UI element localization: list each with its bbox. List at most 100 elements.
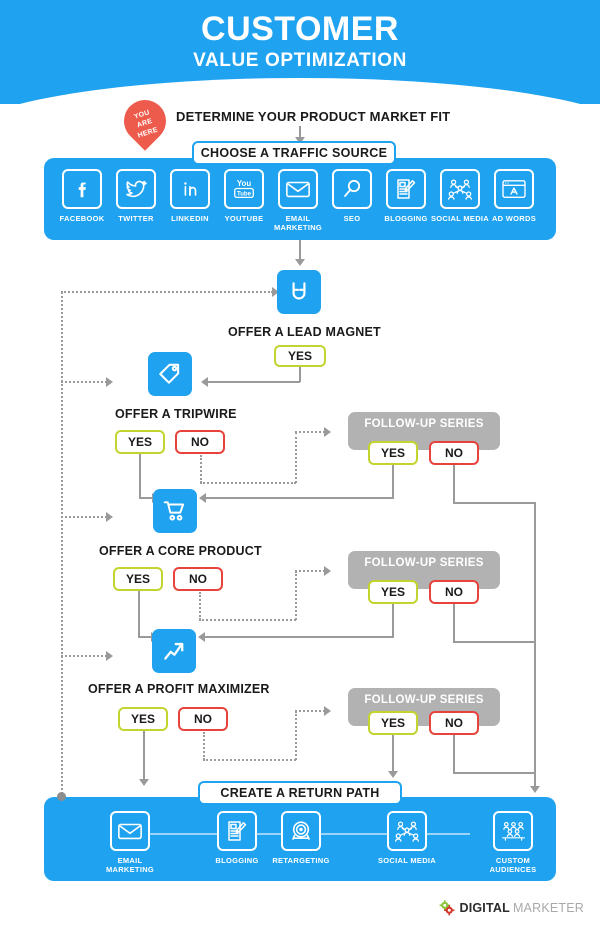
arrow-return-branch-pm-icon — [106, 651, 113, 661]
traffic-source-label: BLOGGING — [384, 214, 428, 223]
create-return-path-pill[interactable]: CREATE A RETURN PATH — [198, 781, 402, 805]
gears-logo-icon — [440, 900, 455, 916]
tripwire-yes-chip[interactable]: YES — [115, 430, 165, 454]
lead-magnet-yes-chip[interactable]: YES — [274, 345, 326, 367]
followup2-yes-chip[interactable]: YES — [368, 580, 418, 604]
dotted-pm-no-to-follow — [295, 710, 325, 712]
envelope-icon — [278, 169, 318, 209]
return-path-item-email-marketing[interactable]: EMAIL MARKETING — [98, 811, 162, 875]
return-path-band: EMAIL MARKETING BLOGGING RETARGETING — [44, 797, 556, 881]
price-tag-icon — [159, 363, 180, 384]
tripwire-tile[interactable] — [148, 352, 192, 396]
svg-text:Tube: Tube — [237, 192, 252, 198]
growth-arrow-icon — [164, 642, 184, 660]
return-path-label: RETARGETING — [272, 856, 330, 865]
followup2-no-chip[interactable]: NO — [429, 580, 479, 604]
traffic-source-item-seo[interactable]: SEO — [320, 169, 384, 223]
connector-core-yes-right — [138, 636, 154, 638]
dotted-core-no-up — [295, 571, 297, 620]
connector-pm-yes-down — [143, 731, 145, 781]
connector-followup1-yes-left — [206, 497, 394, 499]
connector-followup2-no-down — [453, 604, 455, 642]
traffic-source-label: SEO — [343, 214, 361, 223]
traffic-source-item-linkedin[interactable]: LINKEDIN — [158, 169, 222, 223]
return-path-label: BLOGGING — [215, 856, 259, 865]
envelope-icon — [110, 811, 150, 851]
arrow-traffic-down-icon — [295, 259, 305, 266]
connector-tripwire-yes-down — [139, 454, 141, 498]
traffic-source-label: LINKEDIN — [171, 214, 209, 223]
arrow-followup3-right-icon — [324, 706, 331, 716]
traffic-source-label: TWITTER — [118, 214, 154, 223]
connector-followup3-yes-down — [392, 735, 394, 773]
arrow-return-branch-core-icon — [106, 512, 113, 522]
arrow-lead-yes-left-icon — [201, 377, 208, 387]
connector-lead-yes-down — [299, 367, 301, 382]
traffic-source-item-ad-words[interactable]: AD WORDS — [482, 169, 546, 223]
traffic-source-item-social-media[interactable]: SOCIAL MEDIA — [428, 169, 492, 223]
page-title: CUSTOMER — [201, 10, 399, 48]
audience-group-icon — [493, 811, 533, 851]
dotted-core-no-down — [199, 592, 201, 620]
profit-maximizer-yes-chip[interactable]: YES — [118, 707, 168, 731]
blog-pencil-icon — [217, 811, 257, 851]
arrow-followup1-yes-left-icon — [199, 493, 206, 503]
choose-traffic-source-pill[interactable]: CHOOSE A TRAFFIC SOURCE — [192, 141, 396, 165]
twitter-icon — [116, 169, 156, 209]
followup1-yes-chip[interactable]: YES — [368, 441, 418, 465]
people-network-icon — [387, 811, 427, 851]
arrow-followup3-yes-down-icon — [388, 771, 398, 778]
people-network-icon — [440, 169, 480, 209]
core-product-tile[interactable] — [153, 489, 197, 533]
follow-up-series-label: FOLLOW-UP SERIES — [364, 418, 484, 430]
arrow-followup2-yes-left-icon — [198, 632, 205, 642]
connector-pmf-to-traffic — [299, 126, 301, 138]
profit-maximizer-no-chip[interactable]: NO — [178, 707, 228, 731]
followup3-yes-chip[interactable]: YES — [368, 711, 418, 735]
return-path-item-social-media[interactable]: SOCIAL MEDIA — [375, 811, 439, 865]
traffic-source-item-blogging[interactable]: BLOGGING — [374, 169, 438, 223]
page-subtitle: VALUE OPTIMIZATION — [193, 50, 407, 71]
core-product-yes-chip[interactable]: YES — [113, 567, 163, 591]
core-product-no-chip[interactable]: NO — [173, 567, 223, 591]
return-path-item-custom-audiences[interactable]: CUSTOM AUDIENCES — [481, 811, 545, 875]
connector-traffic-to-magnet — [299, 240, 301, 262]
follow-up-series-label: FOLLOW-UP SERIES — [364, 694, 484, 706]
blog-pencil-icon — [386, 169, 426, 209]
arrow-pmf-down-icon — [295, 137, 305, 144]
return-loop-origin-dot — [57, 792, 66, 801]
arrow-followup1-right-icon — [324, 427, 331, 437]
return-path-item-blogging[interactable]: BLOGGING — [205, 811, 269, 865]
traffic-source-item-facebook[interactable]: FACEBOOK — [50, 169, 114, 223]
follow-up-series-label: FOLLOW-UP SERIES — [364, 557, 484, 569]
traffic-source-item-email-marketing[interactable]: EMAIL MARKETING — [266, 169, 330, 233]
connector-lead-yes-left — [208, 381, 300, 383]
arrow-pm-yes-down-icon — [139, 779, 149, 786]
logo-text-bold: DIGITAL — [459, 901, 510, 915]
step-label-tripwire: OFFER A TRIPWIRE — [115, 407, 237, 421]
traffic-source-item-twitter[interactable]: TWITTER — [104, 169, 168, 223]
shopping-cart-icon — [163, 501, 185, 521]
traffic-source-item-youtube[interactable]: You Tube YOUTUBE — [212, 169, 276, 223]
traffic-source-label: FACEBOOK — [59, 214, 105, 223]
return-path-item-retargeting[interactable]: RETARGETING — [269, 811, 333, 865]
step-label-lead-magnet: OFFER A LEAD MAGNET — [228, 325, 381, 339]
step-label-product-market-fit: DETERMINE YOUR PRODUCT MARKET FIT — [176, 109, 451, 124]
step-label-profit-maximizer: OFFER A PROFIT MAXIMIZER — [88, 682, 270, 696]
connector-followup3-no-down — [453, 735, 455, 773]
dotted-return-loop-top — [61, 291, 273, 293]
profit-maximizer-tile[interactable] — [152, 629, 196, 673]
lead-magnet-tile[interactable] — [277, 270, 321, 314]
followup1-no-chip[interactable]: NO — [429, 441, 479, 465]
dotted-pm-no-up — [295, 711, 297, 760]
followup3-no-chip[interactable]: NO — [429, 711, 479, 735]
header-banner: CUSTOMER VALUE OPTIMIZATION — [0, 0, 600, 104]
traffic-source-label: SOCIAL MEDIA — [430, 214, 490, 223]
tripwire-no-chip[interactable]: NO — [175, 430, 225, 454]
dotted-pm-no-down — [203, 732, 205, 760]
magnet-icon — [292, 282, 306, 300]
logo-text-light: MARKETER — [512, 901, 584, 915]
connector-followup1-no-right — [453, 502, 535, 504]
dotted-return-branch-pm — [61, 655, 107, 657]
